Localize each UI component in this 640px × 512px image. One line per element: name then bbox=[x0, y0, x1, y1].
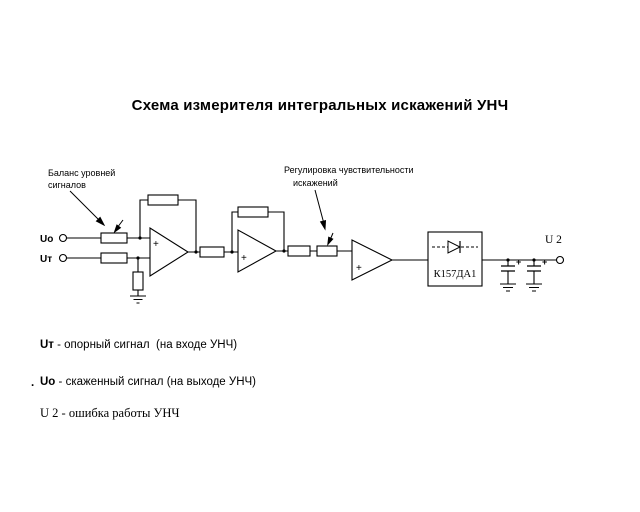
legend-desc-u2: - ошибка работы УНЧ bbox=[58, 406, 180, 420]
balance-potentiometer bbox=[100, 232, 128, 244]
resistors bbox=[100, 194, 338, 291]
legend-row-u2: U 2 - ошибка работы УНЧ bbox=[40, 406, 180, 421]
terminal-output-circle bbox=[555, 255, 565, 265]
potentiometer-taps bbox=[113, 219, 334, 247]
legend-bullet: . bbox=[31, 377, 35, 389]
label-chip: К157ДА1 bbox=[434, 269, 477, 280]
ground-input-stage bbox=[130, 295, 146, 304]
input-resistor-ut bbox=[100, 252, 128, 264]
balance-annotation-line1: Баланс уровней bbox=[48, 168, 115, 178]
junction-dot bbox=[136, 256, 140, 260]
sensitivity-callout-arrowhead bbox=[319, 219, 327, 231]
junction-dot bbox=[532, 258, 536, 262]
feedback-resistor-1 bbox=[147, 194, 179, 206]
balance-callout-arrowhead bbox=[95, 216, 106, 227]
page-title: Схема измерителя интегральных искажений … bbox=[131, 97, 509, 114]
capacitors bbox=[501, 265, 541, 272]
opamp-3 bbox=[351, 239, 394, 281]
legend-term-uo: Uо bbox=[40, 376, 56, 388]
opamp-2 bbox=[237, 229, 278, 273]
legend-desc-uo: - скаженный сигнал (на выходе УНЧ) bbox=[55, 376, 257, 388]
legend-row-ut: Uт - опорный сигнал (на входе УНЧ) bbox=[40, 339, 237, 351]
series-resistor-2 bbox=[287, 245, 311, 257]
balance-callout-line bbox=[69, 190, 100, 221]
junction-dot bbox=[138, 236, 142, 240]
sensitivity-tap-arrowhead bbox=[327, 236, 334, 247]
chip-box bbox=[427, 231, 483, 287]
terminal-ut-circle bbox=[58, 253, 68, 263]
sensitivity-annotation-line1: Регулировка чувствительности bbox=[284, 165, 414, 175]
opamp-1-plus-sign: + bbox=[153, 239, 159, 250]
capacitor-1-plates bbox=[501, 265, 515, 272]
balance-annotation-line2: сигналов bbox=[48, 180, 86, 190]
label-u2: U 2 bbox=[545, 234, 562, 246]
circuit-labels: Uо Uт U 2 К157ДА1 + + + + + Баланс уровн… bbox=[40, 165, 562, 280]
ground-symbols bbox=[130, 283, 542, 304]
annotation-arrows bbox=[69, 189, 327, 231]
terminal-uo-circle bbox=[58, 233, 68, 243]
series-resistor-1 bbox=[199, 246, 225, 258]
legend-term-ut: Uт bbox=[40, 339, 54, 351]
chip-outline bbox=[427, 231, 483, 287]
sensitivity-callout-line bbox=[314, 189, 324, 223]
diode-triangle bbox=[447, 240, 462, 254]
sensitivity-potentiometer bbox=[316, 245, 338, 257]
opamp-1 bbox=[149, 227, 190, 277]
junction-dot bbox=[194, 250, 198, 254]
capacitor-1-plus-sign: + bbox=[516, 257, 521, 267]
capacitor-2-plus-sign: + bbox=[542, 257, 547, 267]
label-uo: Uо bbox=[40, 234, 53, 245]
legend-term-u2: U 2 bbox=[40, 406, 59, 420]
legend-row-uo: . Uо - скаженный сигнал (на выходе УНЧ) bbox=[31, 376, 257, 389]
feedback-resistor-2 bbox=[237, 206, 269, 218]
junction-dot bbox=[282, 249, 286, 253]
sensitivity-annotation-line2: искажений bbox=[293, 178, 338, 188]
junction-dot bbox=[230, 250, 234, 254]
junction-dots bbox=[136, 236, 536, 262]
junction-dot bbox=[506, 258, 510, 262]
opamp-2-plus-sign: + bbox=[241, 253, 247, 264]
opamps bbox=[149, 227, 394, 281]
terminals bbox=[58, 233, 565, 265]
ground-resistor bbox=[132, 271, 144, 291]
balance-tap-arrowhead bbox=[113, 224, 122, 234]
label-ut: Uт bbox=[40, 254, 52, 265]
legend-desc-ut: - опорный сигнал (на входе УНЧ) bbox=[53, 339, 238, 351]
opamp-3-plus-sign: + bbox=[356, 263, 362, 274]
ground-capacitor-1 bbox=[500, 283, 516, 292]
ground-capacitor-2 bbox=[526, 283, 542, 292]
capacitor-2-plates bbox=[527, 265, 541, 272]
